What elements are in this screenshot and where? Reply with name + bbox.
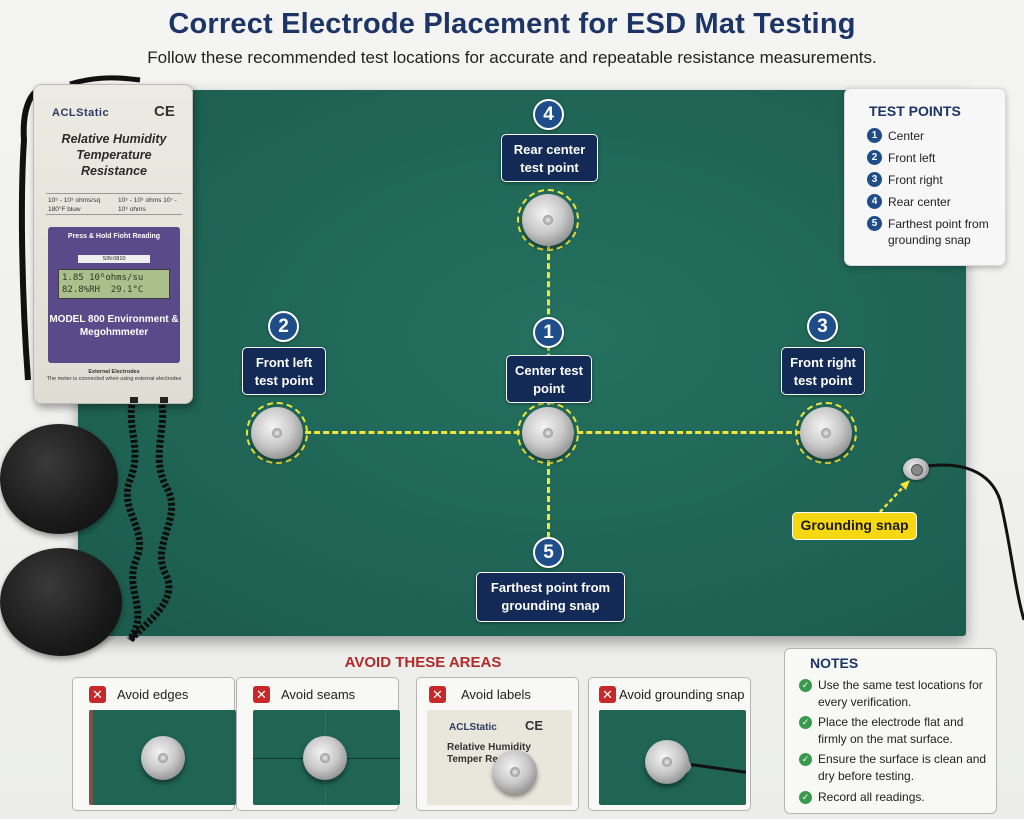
- test-point-number-5: 5: [533, 537, 564, 568]
- avoid-label: Avoid labels: [461, 687, 531, 702]
- target-ring-front-left: [246, 402, 308, 464]
- electrode-icon: [141, 736, 185, 780]
- label-photo-text: Relative Humidity Temper Resist: [447, 742, 531, 765]
- avoid-photo-seams: [253, 710, 400, 805]
- serial-number: SIN:0810: [78, 255, 150, 263]
- x-icon: ✕: [599, 686, 616, 703]
- legend-number: 3: [867, 172, 882, 187]
- legend-title: TEST POINTS: [869, 103, 961, 119]
- check-icon: ✓: [799, 679, 812, 692]
- electrode-grip-lower: [0, 548, 122, 656]
- legend-text: Farthest point from grounding snap: [888, 217, 989, 247]
- electrode-front-right[interactable]: [800, 407, 852, 459]
- meter-scale-left: 10⁵ - 10⁹ ohms/sq 180°F bluw: [48, 197, 101, 213]
- external-electrodes-note: The meter is connected when using extern…: [46, 376, 182, 382]
- meter-scale-right: 10⁵ - 10⁹ ohms 10⁷ - 10⁹ ohms: [118, 197, 177, 213]
- test-point-number-1: 1: [533, 317, 564, 348]
- avoid-label: Avoid edges: [117, 687, 189, 702]
- electrode-rear-center[interactable]: [522, 194, 574, 246]
- electrode-grip-upper: [0, 424, 118, 534]
- jack-right: [160, 397, 168, 403]
- note-text: Place the electrode flat and firmly on t…: [818, 715, 964, 746]
- label-front-right: Front right test point: [781, 347, 865, 395]
- test-point-number-3: 3: [807, 311, 838, 342]
- target-ring-rear: [517, 189, 579, 251]
- external-electrodes-title: External Electrodes: [88, 369, 140, 375]
- page-subtitle: Follow these recommended test locations …: [147, 48, 877, 67]
- press-hold-label[interactable]: Press & Hold Fioht Reading: [67, 233, 161, 240]
- avoid-card-grounding-snap: ✕ Avoid grounding snap: [588, 677, 751, 811]
- external-electrodes-label: External Electrodes The meter is connect…: [42, 369, 186, 383]
- label-front-left: Front left test point: [242, 347, 326, 395]
- check-icon: ✓: [799, 716, 812, 729]
- guide-line-farthest: [547, 460, 550, 538]
- lcd-line-1: 1.85 10⁶ohms/su: [62, 273, 144, 283]
- lcd-line-2: 82.8%RH 29.1°C: [62, 285, 144, 295]
- label-farthest-point: Farthest point from grounding snap: [476, 572, 625, 622]
- label-photo-brand: ACLStatic: [449, 722, 497, 733]
- megohmmeter: ACLStatic CE Relative Humidity Temperatu…: [33, 84, 193, 404]
- x-icon: ✕: [429, 686, 446, 703]
- avoid-photo-labels: ACLStatic CE Relative Humidity Temper Re…: [427, 710, 572, 805]
- lcd-display: 1.85 10⁶ohms/su 82.8%RH 29.1°C: [58, 269, 170, 299]
- legend-text: Front left: [888, 151, 936, 165]
- jack-left: [130, 397, 138, 403]
- meter-brand-label: ACLStatic: [52, 107, 110, 119]
- meter-display-panel: Press & Hold Fioht Reading SIN:0810 1.85…: [48, 227, 180, 363]
- meter-model-label: MODEL 800 Environment & Megohmmeter: [49, 314, 179, 338]
- meter-scale-panel: 10⁵ - 10⁹ ohms/sq 180°F bluw 10⁵ - 10⁹ o…: [46, 193, 182, 215]
- avoid-photo-edges: [89, 710, 236, 805]
- label-photo-ce: CE: [525, 718, 544, 733]
- avoid-photo-grounding-snap: [599, 710, 746, 805]
- notes-title: NOTES: [810, 655, 859, 671]
- x-icon: ✕: [253, 686, 270, 703]
- electrode-center[interactable]: [522, 407, 574, 459]
- avoid-label: Avoid seams: [281, 687, 356, 702]
- meter-heading: Relative Humidity Temperature Resistance: [61, 132, 167, 178]
- legend-text: Rear center: [888, 195, 951, 209]
- electrode-front-left[interactable]: [251, 407, 303, 459]
- label-center: Center test point: [506, 355, 592, 403]
- test-point-number-4: 4: [533, 99, 564, 130]
- legend-number: 2: [867, 150, 882, 165]
- avoid-label: Avoid grounding snap: [619, 687, 745, 702]
- page-title: Correct Electrode Placement for ESD Mat …: [168, 8, 856, 40]
- note-text: Ensure the surface is clean and dry befo…: [818, 752, 987, 783]
- electrode-icon: [645, 740, 689, 784]
- test-points-legend: TEST POINTS 1 Center 2 Front left 3 Fron…: [844, 88, 1006, 266]
- ce-mark: CE: [154, 103, 175, 120]
- check-icon: ✓: [799, 753, 812, 766]
- legend-number: 5: [867, 216, 882, 231]
- electrode-icon: [493, 750, 537, 794]
- avoid-card-edges: ✕ Avoid edges: [72, 677, 236, 811]
- avoid-title: AVOID THESE AREAS: [344, 654, 502, 671]
- note-text: Record all readings.: [818, 790, 925, 804]
- grounding-snap-label: Grounding snap: [792, 512, 917, 540]
- test-point-number-2: 2: [268, 311, 299, 342]
- target-ring-center: [517, 402, 579, 464]
- check-icon: ✓: [799, 791, 812, 804]
- notes-panel: NOTES ✓ Use the same test locations for …: [784, 648, 997, 814]
- legend-number: 4: [867, 194, 882, 209]
- grounding-snap[interactable]: [903, 458, 929, 480]
- avoid-card-labels: ✕ Avoid labels ACLStatic CE Relative Hum…: [416, 677, 579, 811]
- electrode-icon: [303, 736, 347, 780]
- legend-number: 1: [867, 128, 882, 143]
- legend-text: Center: [888, 129, 925, 143]
- legend-text: Front right: [888, 173, 943, 187]
- note-text: Use the same test locations for every ve…: [818, 678, 983, 709]
- target-ring-front-right: [795, 402, 857, 464]
- avoid-card-seams: ✕ Avoid seams: [236, 677, 400, 811]
- label-rear-center: Rear center test point: [501, 134, 598, 182]
- x-icon: ✕: [89, 686, 106, 703]
